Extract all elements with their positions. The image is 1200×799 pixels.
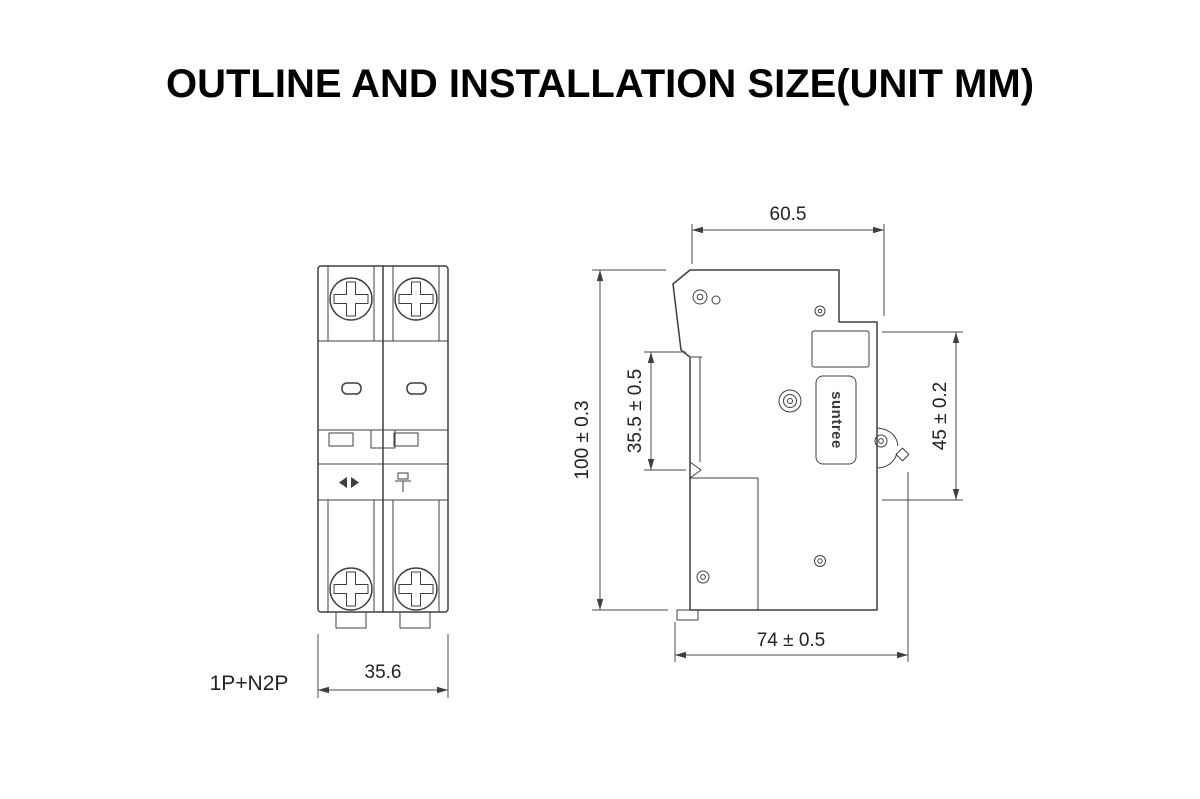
side-rivet-top-right — [814, 305, 826, 317]
brand-label: suntree — [815, 375, 857, 465]
terminal-screw-bottom-right — [394, 567, 438, 611]
side-height-dimension: 100 ± 0.3 — [572, 269, 668, 611]
toggle-handle-right — [406, 382, 427, 395]
vent-slot — [811, 330, 870, 368]
side-rivet-bottom — [814, 555, 826, 567]
side-front-dimension-label: 45 ± 0.2 — [930, 382, 951, 451]
din-clip-front-detail — [328, 429, 419, 492]
arrow-left-icon — [339, 477, 347, 488]
mounting-foot — [399, 611, 431, 629]
front-width-dimension-label: 35.6 — [365, 662, 402, 683]
side-channel-dimension-label: 35.5 ± 0.5 — [625, 369, 646, 453]
side-channel-dimension: 35.5 ± 0.5 — [625, 351, 686, 471]
side-view: suntree 60.5 100 ± 0.3 35.5 ± — [572, 204, 963, 662]
side-top-dimension-label: 60.5 — [770, 204, 807, 225]
toggle-handle-left — [341, 382, 362, 395]
breaker-side-body — [672, 269, 878, 621]
front-width-dimension: 35.6 — [317, 634, 449, 698]
side-front-dimension: 45 ± 0.2 — [882, 331, 963, 501]
page-title: OUTLINE AND INSTALLATION SIZE(UNIT MM) — [165, 62, 1035, 106]
breaker-front-body — [317, 265, 449, 629]
side-rivet-top-left — [692, 289, 721, 305]
terminal-screw-top-left — [329, 277, 373, 321]
side-depth-dimension-label: 74 ± 0.5 — [757, 630, 826, 651]
terminal-screw-bottom-left — [329, 567, 373, 611]
brand-label-text: suntree — [828, 391, 845, 449]
side-depth-dimension: 74 ± 0.5 — [674, 472, 909, 662]
flag-symbol-icon — [395, 472, 411, 492]
side-rivet-bottom-left — [696, 570, 710, 584]
arrow-right-icon — [351, 477, 359, 488]
pole-configuration-label: 1P+N2P — [210, 672, 289, 695]
din-clip-tab — [676, 609, 699, 621]
terminal-screw-top-right — [394, 277, 438, 321]
mounting-foot — [335, 611, 367, 629]
side-rivet-center — [778, 389, 802, 413]
terminal-latch — [874, 427, 910, 469]
front-view: 35.6 1P+N2P — [210, 265, 449, 698]
side-top-dimension: 60.5 — [691, 204, 885, 316]
side-height-dimension-label: 100 ± 0.3 — [572, 400, 593, 479]
